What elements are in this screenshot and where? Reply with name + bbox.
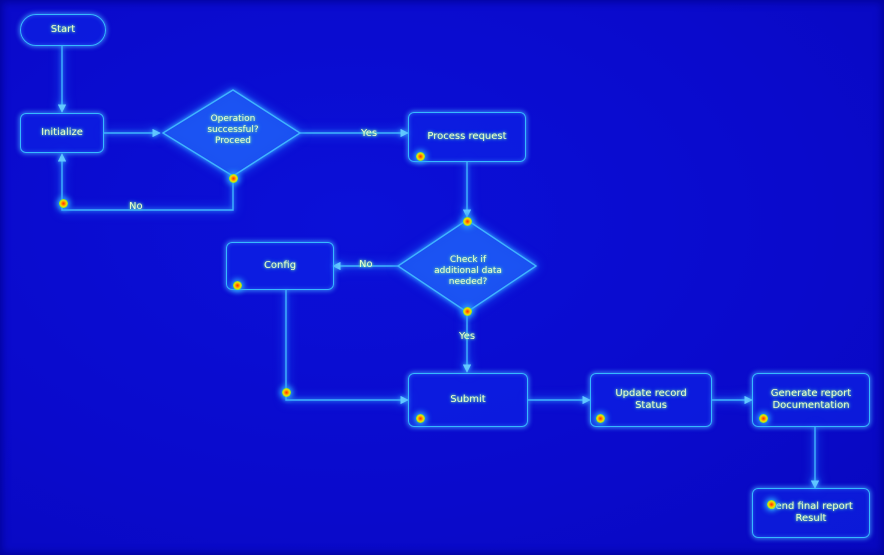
marker-submit — [415, 413, 425, 423]
generate-report-label: Generate report Documentation — [770, 388, 852, 411]
config-node[interactable]: Config — [226, 242, 334, 290]
config-label: Config — [263, 260, 297, 271]
edge-label-yes-1: Yes — [361, 128, 378, 139]
marker-decision2-top — [462, 216, 472, 226]
process-request-label: Process request — [427, 131, 507, 142]
marker-update-record — [595, 413, 605, 423]
send-final-report-node[interactable]: Send final report Result — [752, 488, 870, 538]
send-final-report-label: Send final report Result — [769, 501, 853, 524]
update-record-node[interactable]: Update record Status — [590, 373, 712, 427]
edge-config-to-submit — [285, 290, 409, 405]
start-label: Start — [50, 24, 76, 35]
submit-label: Submit — [450, 394, 486, 405]
marker-decision1 — [228, 173, 238, 183]
submit-node[interactable]: Submit — [408, 373, 528, 427]
initialize-node[interactable]: Initialize — [20, 113, 104, 153]
marker-generate-report — [758, 413, 768, 423]
process-request-node[interactable]: Process request — [408, 112, 526, 162]
generate-report-node[interactable]: Generate report Documentation — [752, 373, 870, 427]
marker-decision2-bottom — [462, 306, 472, 316]
initialize-label: Initialize — [41, 127, 83, 138]
edge-decision1-loop-back — [57, 153, 234, 211]
marker-config-out — [281, 387, 291, 397]
decision1-label: Operation successful? Proceed — [207, 114, 259, 146]
update-record-label: Update record Status — [615, 388, 687, 411]
marker-config — [232, 280, 242, 290]
edge-label-yes-2: Yes — [459, 331, 476, 342]
decision2-label: Check if additional data needed? — [434, 255, 502, 287]
edge-label-no-2: No — [359, 259, 373, 270]
start-node[interactable]: Start — [20, 14, 106, 46]
marker-process — [415, 151, 425, 161]
edge-label-no-1: No — [129, 201, 143, 212]
marker-initialize — [58, 198, 68, 208]
marker-send-final-report — [766, 499, 776, 509]
